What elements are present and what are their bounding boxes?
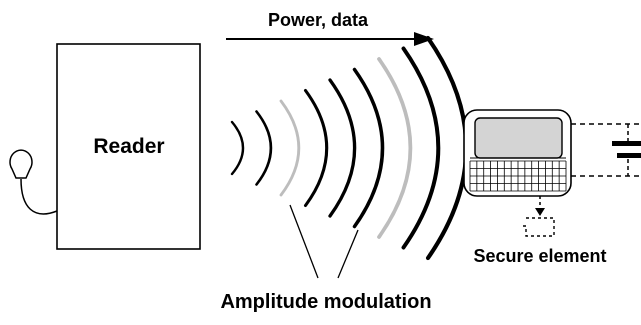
wave-arc [401, 46, 441, 250]
battery-icon [612, 141, 641, 158]
reader-label: Reader [93, 135, 164, 158]
arrow-right-icon [226, 32, 434, 46]
modulation-pointer-lines [289, 204, 359, 279]
arrow-label: Power, data [268, 10, 369, 30]
mobile-device-icon [463, 109, 572, 197]
wave-arc-modulated [279, 99, 301, 197]
wave-arc [230, 120, 245, 176]
wave-arc [303, 88, 329, 208]
wave-arc [328, 78, 357, 218]
wave-arc [352, 67, 385, 229]
wave-arc [255, 110, 273, 186]
battery-connection [571, 123, 639, 177]
secure-element-icon [520, 196, 555, 237]
wave-group [230, 35, 469, 261]
antenna-icon [9, 149, 58, 215]
wave-arc [425, 35, 469, 261]
secure-element-label: Secure element [473, 246, 606, 266]
wave-arc-modulated [377, 57, 413, 239]
modulation-label: Amplitude modulation [220, 291, 431, 313]
reader-box [56, 43, 201, 250]
